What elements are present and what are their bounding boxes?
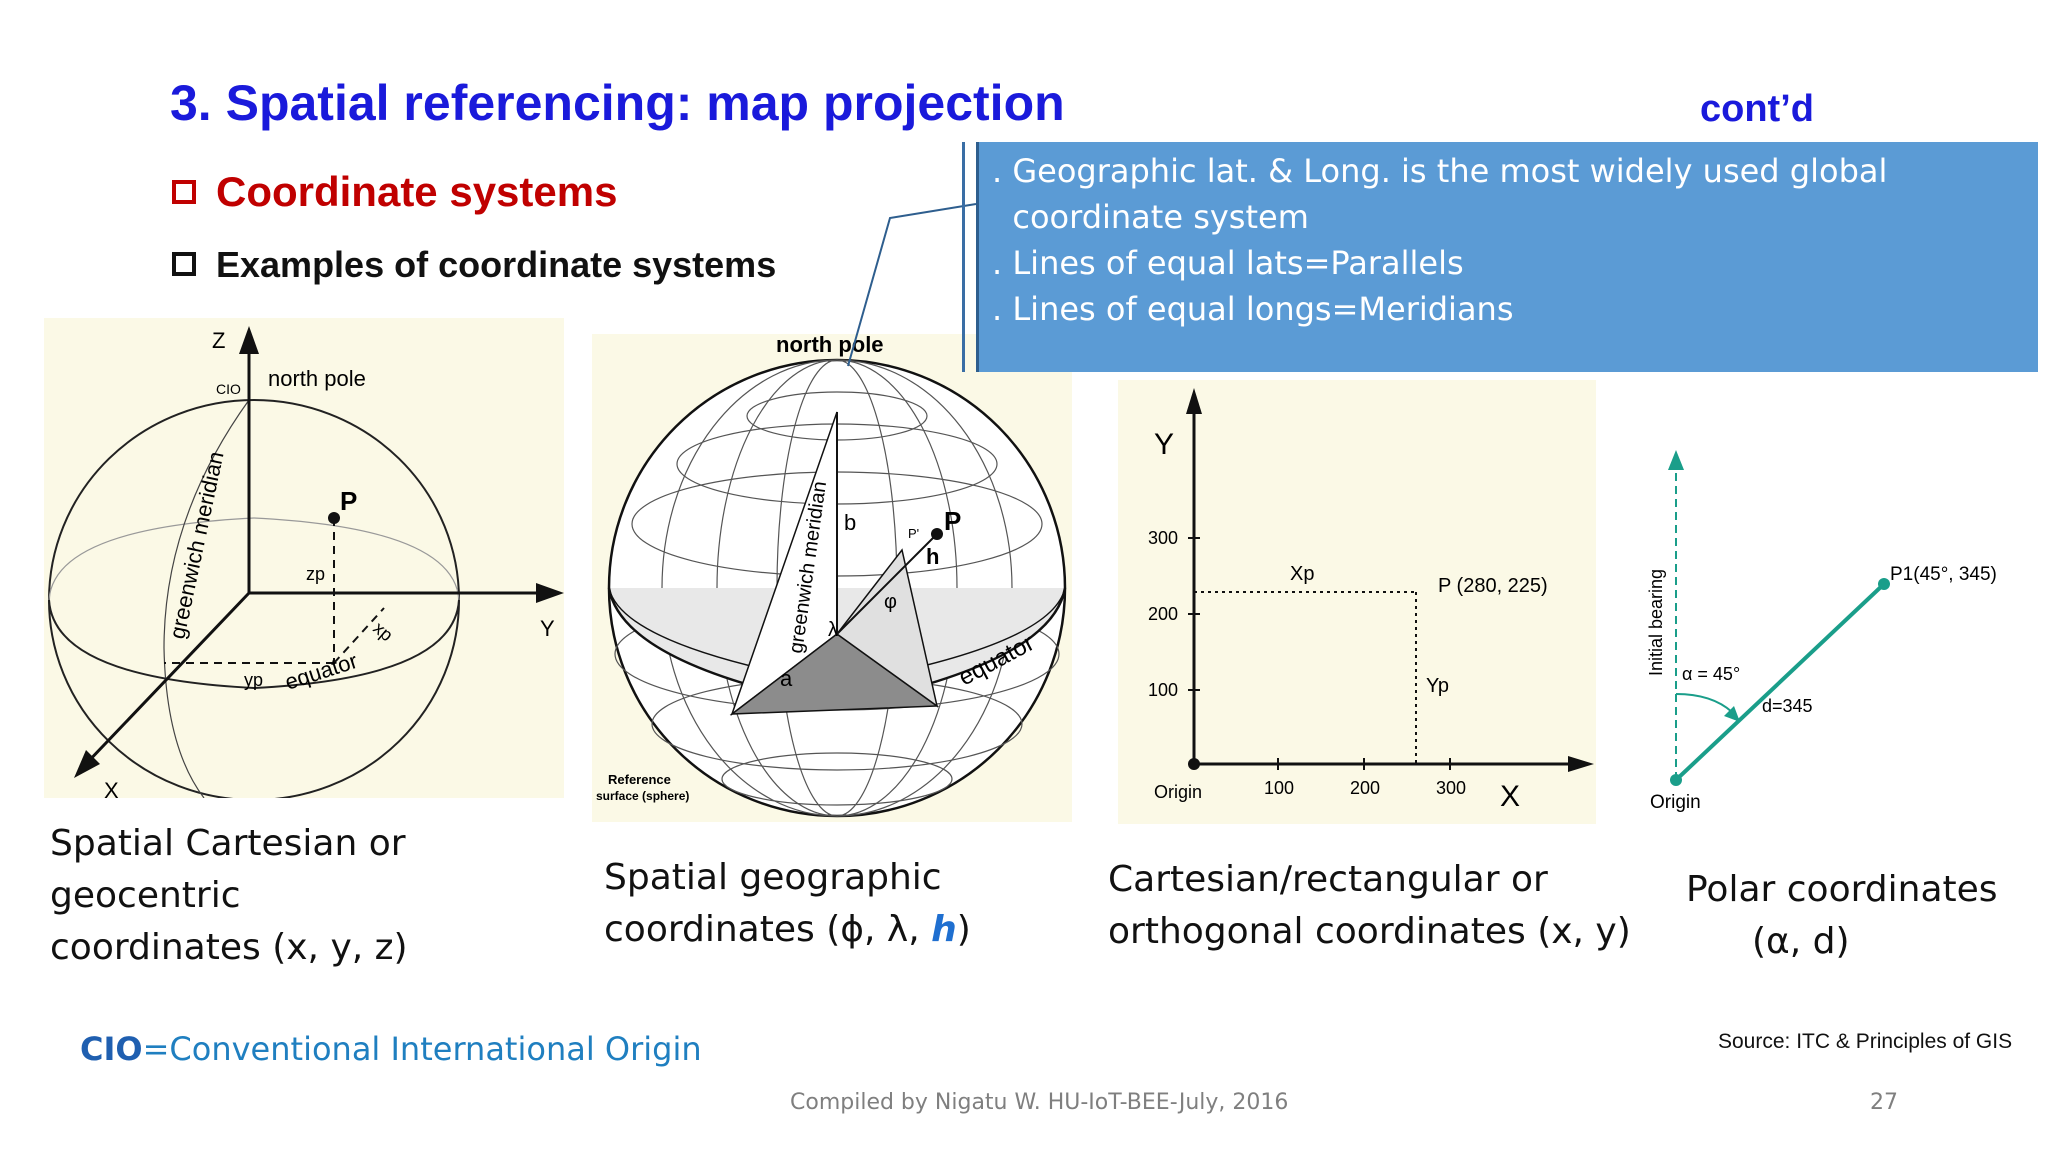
caption-text: ) bbox=[956, 909, 971, 950]
checkbox-bullet-icon bbox=[172, 252, 196, 277]
caption-line: Spatial Cartesian or bbox=[50, 823, 406, 864]
xp-label: Xp bbox=[1290, 563, 1314, 585]
y-tick-100: 100 bbox=[1148, 680, 1178, 700]
x-axis-label: X bbox=[104, 778, 119, 798]
alpha-label: α = 45° bbox=[1682, 664, 1740, 684]
y-tick-300: 300 bbox=[1148, 528, 1178, 548]
checkbox-bullet-icon bbox=[172, 179, 196, 204]
section-coordinate-systems: Coordinate systems bbox=[172, 168, 617, 216]
caption-line: coordinates (x, y, z) bbox=[50, 927, 408, 968]
callout-accent-bar bbox=[962, 142, 965, 372]
callout-line-1: . Geographic lat. & Long. is the most wi… bbox=[992, 152, 1888, 190]
cio-footnote: CIO=Conventional International Origin bbox=[80, 1030, 702, 1068]
h-label: h bbox=[926, 544, 939, 569]
point-p-label: P (280, 225) bbox=[1438, 575, 1548, 597]
point-p-label: P bbox=[340, 486, 357, 516]
zp-label: zp bbox=[306, 564, 325, 584]
caption-text: coordinates (ϕ, λ, bbox=[604, 909, 932, 950]
caption-line: (α, d) bbox=[1752, 921, 1850, 962]
y-axis-label: Y bbox=[540, 616, 555, 641]
section-examples: Examples of coordinate systems bbox=[172, 244, 776, 286]
caption-cartesian-3d: Spatial Cartesian or geocentric coordina… bbox=[50, 818, 408, 974]
caption-geographic: Spatial geographic coordinates (ϕ, λ, h) bbox=[604, 852, 971, 956]
caption-line: Cartesian/rectangular or bbox=[1108, 859, 1548, 900]
callout-text: . Geographic lat. & Long. is the most wi… bbox=[992, 148, 1887, 332]
callout-box bbox=[976, 142, 2038, 372]
caption-line: Polar coordinates bbox=[1686, 869, 1998, 910]
phi-label: φ bbox=[884, 591, 897, 613]
yp-label: yp bbox=[244, 670, 263, 690]
x-tick-300: 300 bbox=[1436, 778, 1466, 798]
callout-line-3: . Lines of equal lats=Parallels bbox=[992, 244, 1464, 282]
caption-polar: Polar coordinates (α, d) bbox=[1686, 864, 1998, 968]
page-number: 27 bbox=[1870, 1090, 1898, 1115]
north-pole-label: north pole bbox=[268, 366, 366, 391]
point-p-label: P bbox=[944, 506, 961, 536]
cio-label: CIO bbox=[216, 381, 241, 397]
origin-label: Origin bbox=[1650, 792, 1701, 813]
caption-line: geocentric bbox=[50, 875, 241, 916]
callout-connector bbox=[847, 203, 977, 367]
cio-abbr: CIO bbox=[80, 1030, 143, 1068]
yp-label: Yp bbox=[1426, 675, 1449, 697]
lambda-label: λ bbox=[828, 619, 838, 641]
distance-label: d=345 bbox=[1762, 696, 1813, 716]
a-label: a bbox=[780, 666, 793, 691]
x-tick-200: 200 bbox=[1350, 778, 1380, 798]
y-axis-label: Y bbox=[1154, 428, 1174, 461]
caption-line: orthogonal coordinates (x, y) bbox=[1108, 911, 1631, 952]
reference-surface-label: surface (sphere) bbox=[596, 789, 689, 803]
caption-h-highlight: h bbox=[931, 909, 957, 950]
contd-label: cont’d bbox=[1700, 88, 1814, 130]
cartesian-3d-figure: Z Y X CIO north pole P zp xp yp equator … bbox=[44, 318, 564, 798]
reference-label: Reference bbox=[608, 772, 671, 787]
b-label: b bbox=[844, 510, 856, 535]
polar-figure: Initial bearing P1(45°, 345) α = 45° d=3… bbox=[1646, 450, 1997, 813]
initial-bearing-label: Initial bearing bbox=[1646, 569, 1666, 676]
geographic-sphere-figure: north pole greenwich meridian equator P … bbox=[592, 334, 1072, 822]
section-1-label: Coordinate systems bbox=[216, 168, 618, 215]
callout-line-4: . Lines of equal longs=Meridians bbox=[992, 290, 1514, 328]
footer-credit: Compiled by Nigatu W. HU-IoT-BEE-July, 2… bbox=[790, 1090, 1289, 1115]
cio-definition: =Conventional International Origin bbox=[142, 1030, 702, 1068]
caption-cartesian-2d: Cartesian/rectangular or orthogonal coor… bbox=[1108, 854, 1631, 958]
slide-title: 3. Spatial referencing: map projection bbox=[170, 75, 1065, 131]
y-tick-200: 200 bbox=[1148, 604, 1178, 624]
callout-line-2: coordinate system bbox=[992, 198, 1309, 236]
z-axis-label: Z bbox=[212, 328, 225, 353]
cartesian-2d-figure: Y X Origin 300 200 100 100 200 300 Xp Yp… bbox=[1118, 380, 1596, 824]
x-axis-label: X bbox=[1500, 780, 1520, 813]
point-p-prime-label: P' bbox=[908, 526, 919, 541]
source-note: Source: ITC & Principles of GIS bbox=[1718, 1030, 2013, 1053]
north-pole-label: north pole bbox=[776, 334, 884, 357]
caption-line: coordinates (ϕ, λ, h) bbox=[604, 904, 971, 956]
point-p1-label: P1(45°, 345) bbox=[1890, 564, 1997, 585]
section-2-label: Examples of coordinate systems bbox=[216, 244, 777, 285]
origin-label: Origin bbox=[1154, 782, 1202, 802]
caption-line: Spatial geographic bbox=[604, 857, 942, 898]
x-tick-100: 100 bbox=[1264, 778, 1294, 798]
